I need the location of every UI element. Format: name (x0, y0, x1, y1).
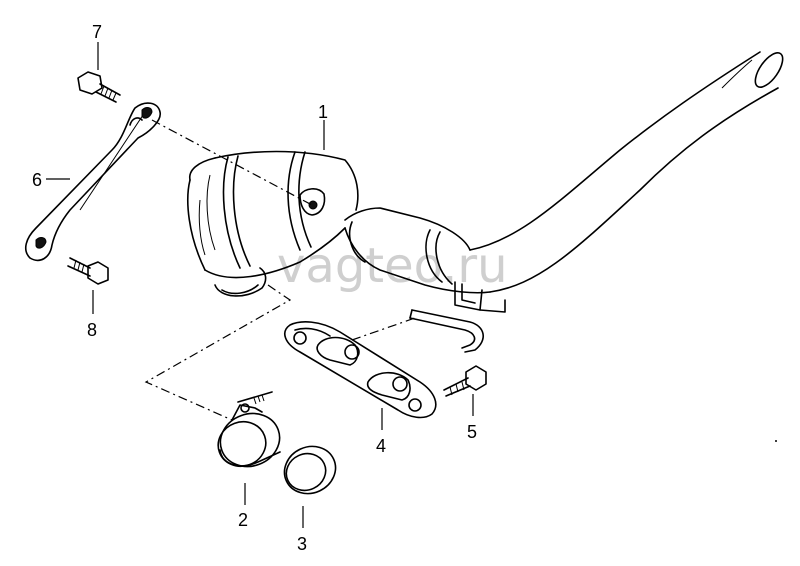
callout-5: 5 (467, 422, 477, 442)
seal-ring (283, 445, 337, 495)
bolt-5 (443, 365, 487, 397)
callout-2: 2 (238, 510, 248, 530)
callout-7: 7 (92, 22, 102, 42)
leader-lines (46, 42, 474, 528)
exhaust-pipe (469, 51, 784, 293)
pipe-clamp (217, 391, 281, 468)
bolt-8 (67, 257, 109, 285)
callout-3: 3 (297, 534, 307, 554)
stray-mark (775, 440, 777, 442)
callout-4: 4 (376, 436, 386, 456)
callout-1: 1 (318, 102, 328, 122)
assembly-lines (144, 119, 416, 421)
support-strap (24, 102, 161, 262)
bolt-7 (77, 71, 121, 103)
callout-6: 6 (32, 170, 42, 190)
hanger-bracket (284, 321, 437, 419)
callout-8: 8 (87, 320, 97, 340)
catalytic-converter (187, 150, 506, 353)
